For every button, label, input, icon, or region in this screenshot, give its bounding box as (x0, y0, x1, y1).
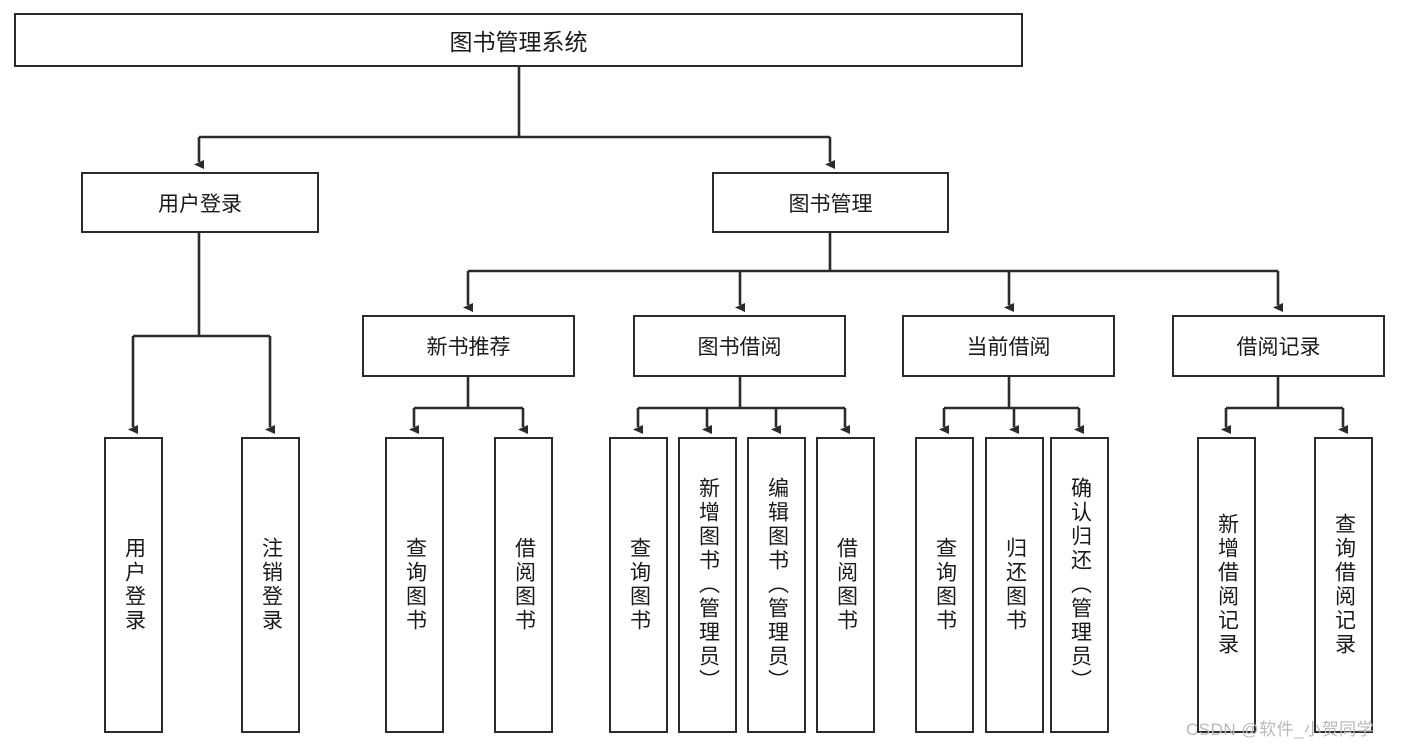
node-label: 用户登录 (158, 192, 242, 216)
leaf-add-borrow-record[interactable]: 新增借阅记录 (1197, 437, 1256, 733)
node-label: 图书管理 (788, 192, 873, 216)
node-label: 图书借阅 (697, 336, 782, 359)
node-label: 借阅图书 (834, 537, 858, 633)
node-label: 新书推荐 (426, 336, 511, 359)
node-label: 新增借阅记录 (1215, 513, 1239, 657)
leaf-borrow-book-recommend[interactable]: 借阅图书 (494, 437, 553, 733)
node-current-borrow[interactable]: 当前借阅 (902, 315, 1115, 377)
node-label: 查询图书 (627, 537, 651, 633)
leaf-query-book-recommend[interactable]: 查询图书 (385, 437, 444, 733)
node-user-login[interactable]: 用户登录 (81, 172, 319, 233)
leaf-edit-book-admin[interactable]: 编辑图书（管理员） (747, 437, 806, 733)
node-label: 查询图书 (403, 537, 427, 633)
node-label: 图书管理系统 (449, 29, 588, 55)
node-label: 确认归还（管理员） (1068, 477, 1092, 693)
node-label: 借阅记录 (1236, 336, 1321, 359)
node-label: 编辑图书（管理员） (765, 477, 789, 693)
leaf-query-borrow-record[interactable]: 查询借阅记录 (1314, 437, 1373, 733)
leaf-confirm-return-admin[interactable]: 确认归还（管理员） (1050, 437, 1109, 733)
node-book-borrow[interactable]: 图书借阅 (633, 315, 846, 377)
leaf-query-book-borrow[interactable]: 查询图书 (609, 437, 668, 733)
node-new-book-recommend[interactable]: 新书推荐 (362, 315, 575, 377)
leaf-user-login[interactable]: 用户登录 (104, 437, 163, 733)
node-label: 借阅图书 (512, 537, 536, 633)
node-label: 新增图书（管理员） (696, 477, 720, 693)
node-label: 查询借阅记录 (1332, 513, 1356, 657)
node-root-system[interactable]: 图书管理系统 (14, 13, 1023, 67)
leaf-return-book[interactable]: 归还图书 (985, 437, 1044, 733)
node-label: 用户登录 (122, 537, 146, 633)
node-borrow-record[interactable]: 借阅记录 (1172, 315, 1385, 377)
node-label: 当前借阅 (966, 336, 1051, 359)
leaf-add-book-admin[interactable]: 新增图书（管理员） (678, 437, 737, 733)
node-label: 查询图书 (933, 537, 957, 633)
leaf-logout-login[interactable]: 注销登录 (241, 437, 300, 733)
node-label: 归还图书 (1003, 537, 1027, 633)
leaf-borrow-book-borrow[interactable]: 借阅图书 (816, 437, 875, 733)
node-label: 注销登录 (259, 537, 283, 633)
csdn-watermark: CSDN @软件_小贺同学 (1186, 720, 1375, 739)
node-book-management[interactable]: 图书管理 (712, 172, 949, 233)
leaf-query-book-current[interactable]: 查询图书 (915, 437, 974, 733)
